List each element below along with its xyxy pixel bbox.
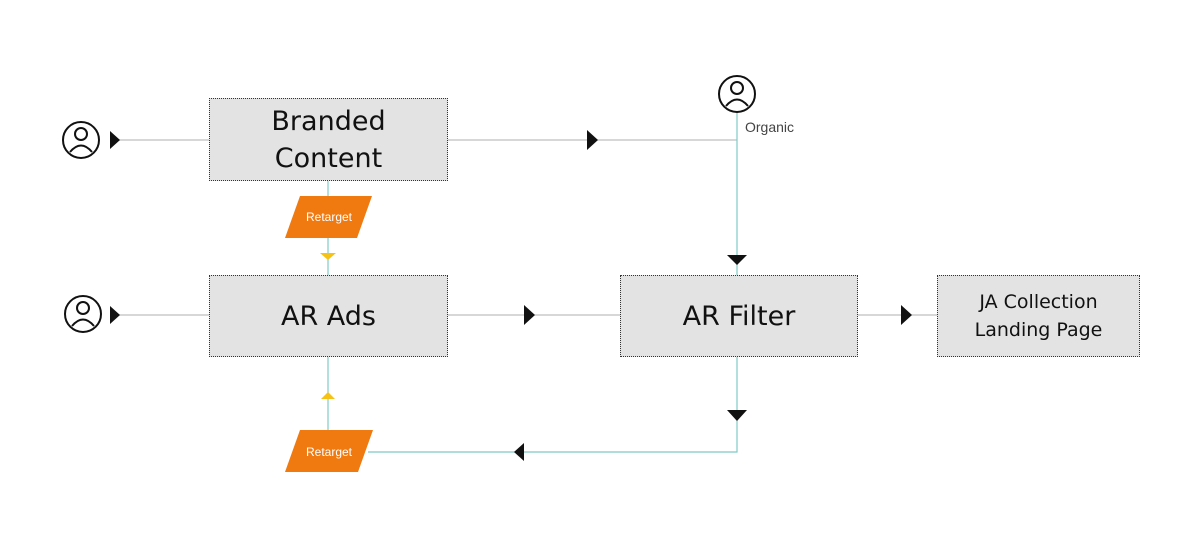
arrow-icon <box>587 130 598 150</box>
user-icon <box>718 75 756 113</box>
arrow-icon <box>524 305 535 325</box>
arrow-icon <box>514 443 524 461</box>
link-filter-loop-back <box>368 357 738 453</box>
organic-label: Organic <box>745 119 795 135</box>
arrow-icon <box>321 392 335 399</box>
node-landing-page: JA Collection Landing Page <box>937 275 1140 357</box>
retarget-label-bottom: Retarget <box>305 445 353 459</box>
user-icon <box>64 295 102 333</box>
arrow-icon <box>110 131 120 149</box>
arrow-icon <box>901 305 912 325</box>
arrow-icon <box>727 255 747 265</box>
node-landing-page-line1: JA Collection <box>979 291 1098 313</box>
retarget-tag-top <box>285 196 372 238</box>
retarget-label-top: Retarget <box>305 210 353 224</box>
retarget-tag-bottom <box>285 430 373 472</box>
node-branded-content: Branded Content <box>209 98 448 181</box>
node-branded-content-line2: Content <box>274 142 383 174</box>
arrow-icon <box>110 306 120 324</box>
node-ar-filter: AR Filter <box>620 275 858 357</box>
arrow-icon <box>727 410 747 421</box>
node-ar-filter-label: AR Filter <box>682 300 796 332</box>
user-icon <box>62 121 100 159</box>
arrow-icon <box>320 253 336 260</box>
node-landing-page-line2: Landing Page <box>974 319 1103 341</box>
node-branded-content-line1: Branded <box>271 105 386 137</box>
node-ar-ads: AR Ads <box>209 275 448 357</box>
node-ar-ads-label: AR Ads <box>280 300 376 332</box>
